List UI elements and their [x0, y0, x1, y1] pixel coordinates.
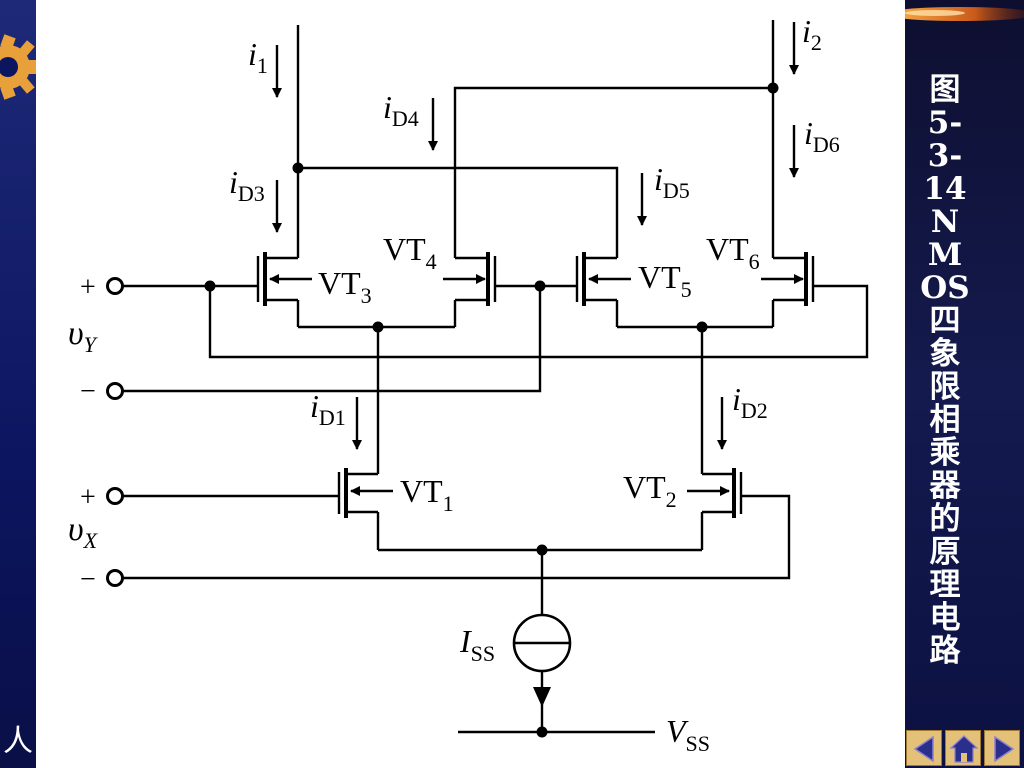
circuit-wires: [123, 20, 869, 734]
vt2-label: VT2: [623, 469, 677, 512]
vt5-label: VT5: [638, 259, 692, 302]
id2-label: iD2: [732, 381, 768, 423]
body-arrows: [269, 274, 804, 496]
vy-plus-terminal[interactable]: [106, 277, 124, 295]
vy-label: υY: [68, 315, 99, 357]
vy-minus-sign: −: [80, 376, 96, 407]
id5-label: iD5: [654, 161, 690, 203]
id4-label: iD4: [383, 89, 419, 131]
vx-minus-sign: −: [80, 564, 96, 595]
junction-dots: [204, 82, 779, 738]
i2-label: i2: [802, 13, 822, 55]
vy-minus-terminal[interactable]: [106, 382, 124, 400]
id1-label: iD1: [310, 388, 346, 430]
gear-icon: [0, 34, 36, 100]
iss-direction-arrow: [533, 687, 551, 707]
vss-label: VSS: [666, 713, 710, 756]
channel-bars: [263, 252, 808, 518]
vy-plus-sign: +: [80, 272, 96, 303]
logo-character: 人: [3, 724, 33, 759]
next-button[interactable]: [984, 730, 1020, 766]
vt4-label: VT4: [383, 231, 437, 274]
home-icon: [949, 735, 979, 763]
right-title-panel: [905, 0, 1024, 768]
left-decor-band: 人: [0, 0, 36, 768]
vx-plus-terminal[interactable]: [106, 487, 124, 505]
vt3-label: VT3: [318, 265, 372, 308]
prev-arrow-icon: [913, 735, 934, 763]
vx-minus-terminal[interactable]: [106, 569, 124, 587]
i1-label: i1: [248, 36, 268, 78]
vt1-label: VT1: [400, 473, 454, 516]
prev-button[interactable]: [906, 730, 942, 766]
orange-streak-decor: [905, 7, 1024, 21]
next-arrow-icon: [994, 735, 1015, 763]
home-button[interactable]: [945, 730, 981, 766]
current-arrows: [272, 22, 799, 450]
circuit-diagram: i1 i2 iD4 iD6 iD3 iD5 iD1 iD2 VT3 VT4 VT…: [68, 13, 869, 756]
vt6-label: VT6: [706, 231, 760, 274]
figure-caption: 图5-3-14 NMOS四象限相乘器的原理电路: [920, 72, 970, 669]
id3-label: iD3: [229, 164, 265, 206]
vx-label: υX: [68, 511, 99, 553]
iss-label: ISS: [459, 623, 495, 666]
vx-plus-sign: +: [80, 482, 96, 513]
id6-label: iD6: [804, 115, 840, 157]
